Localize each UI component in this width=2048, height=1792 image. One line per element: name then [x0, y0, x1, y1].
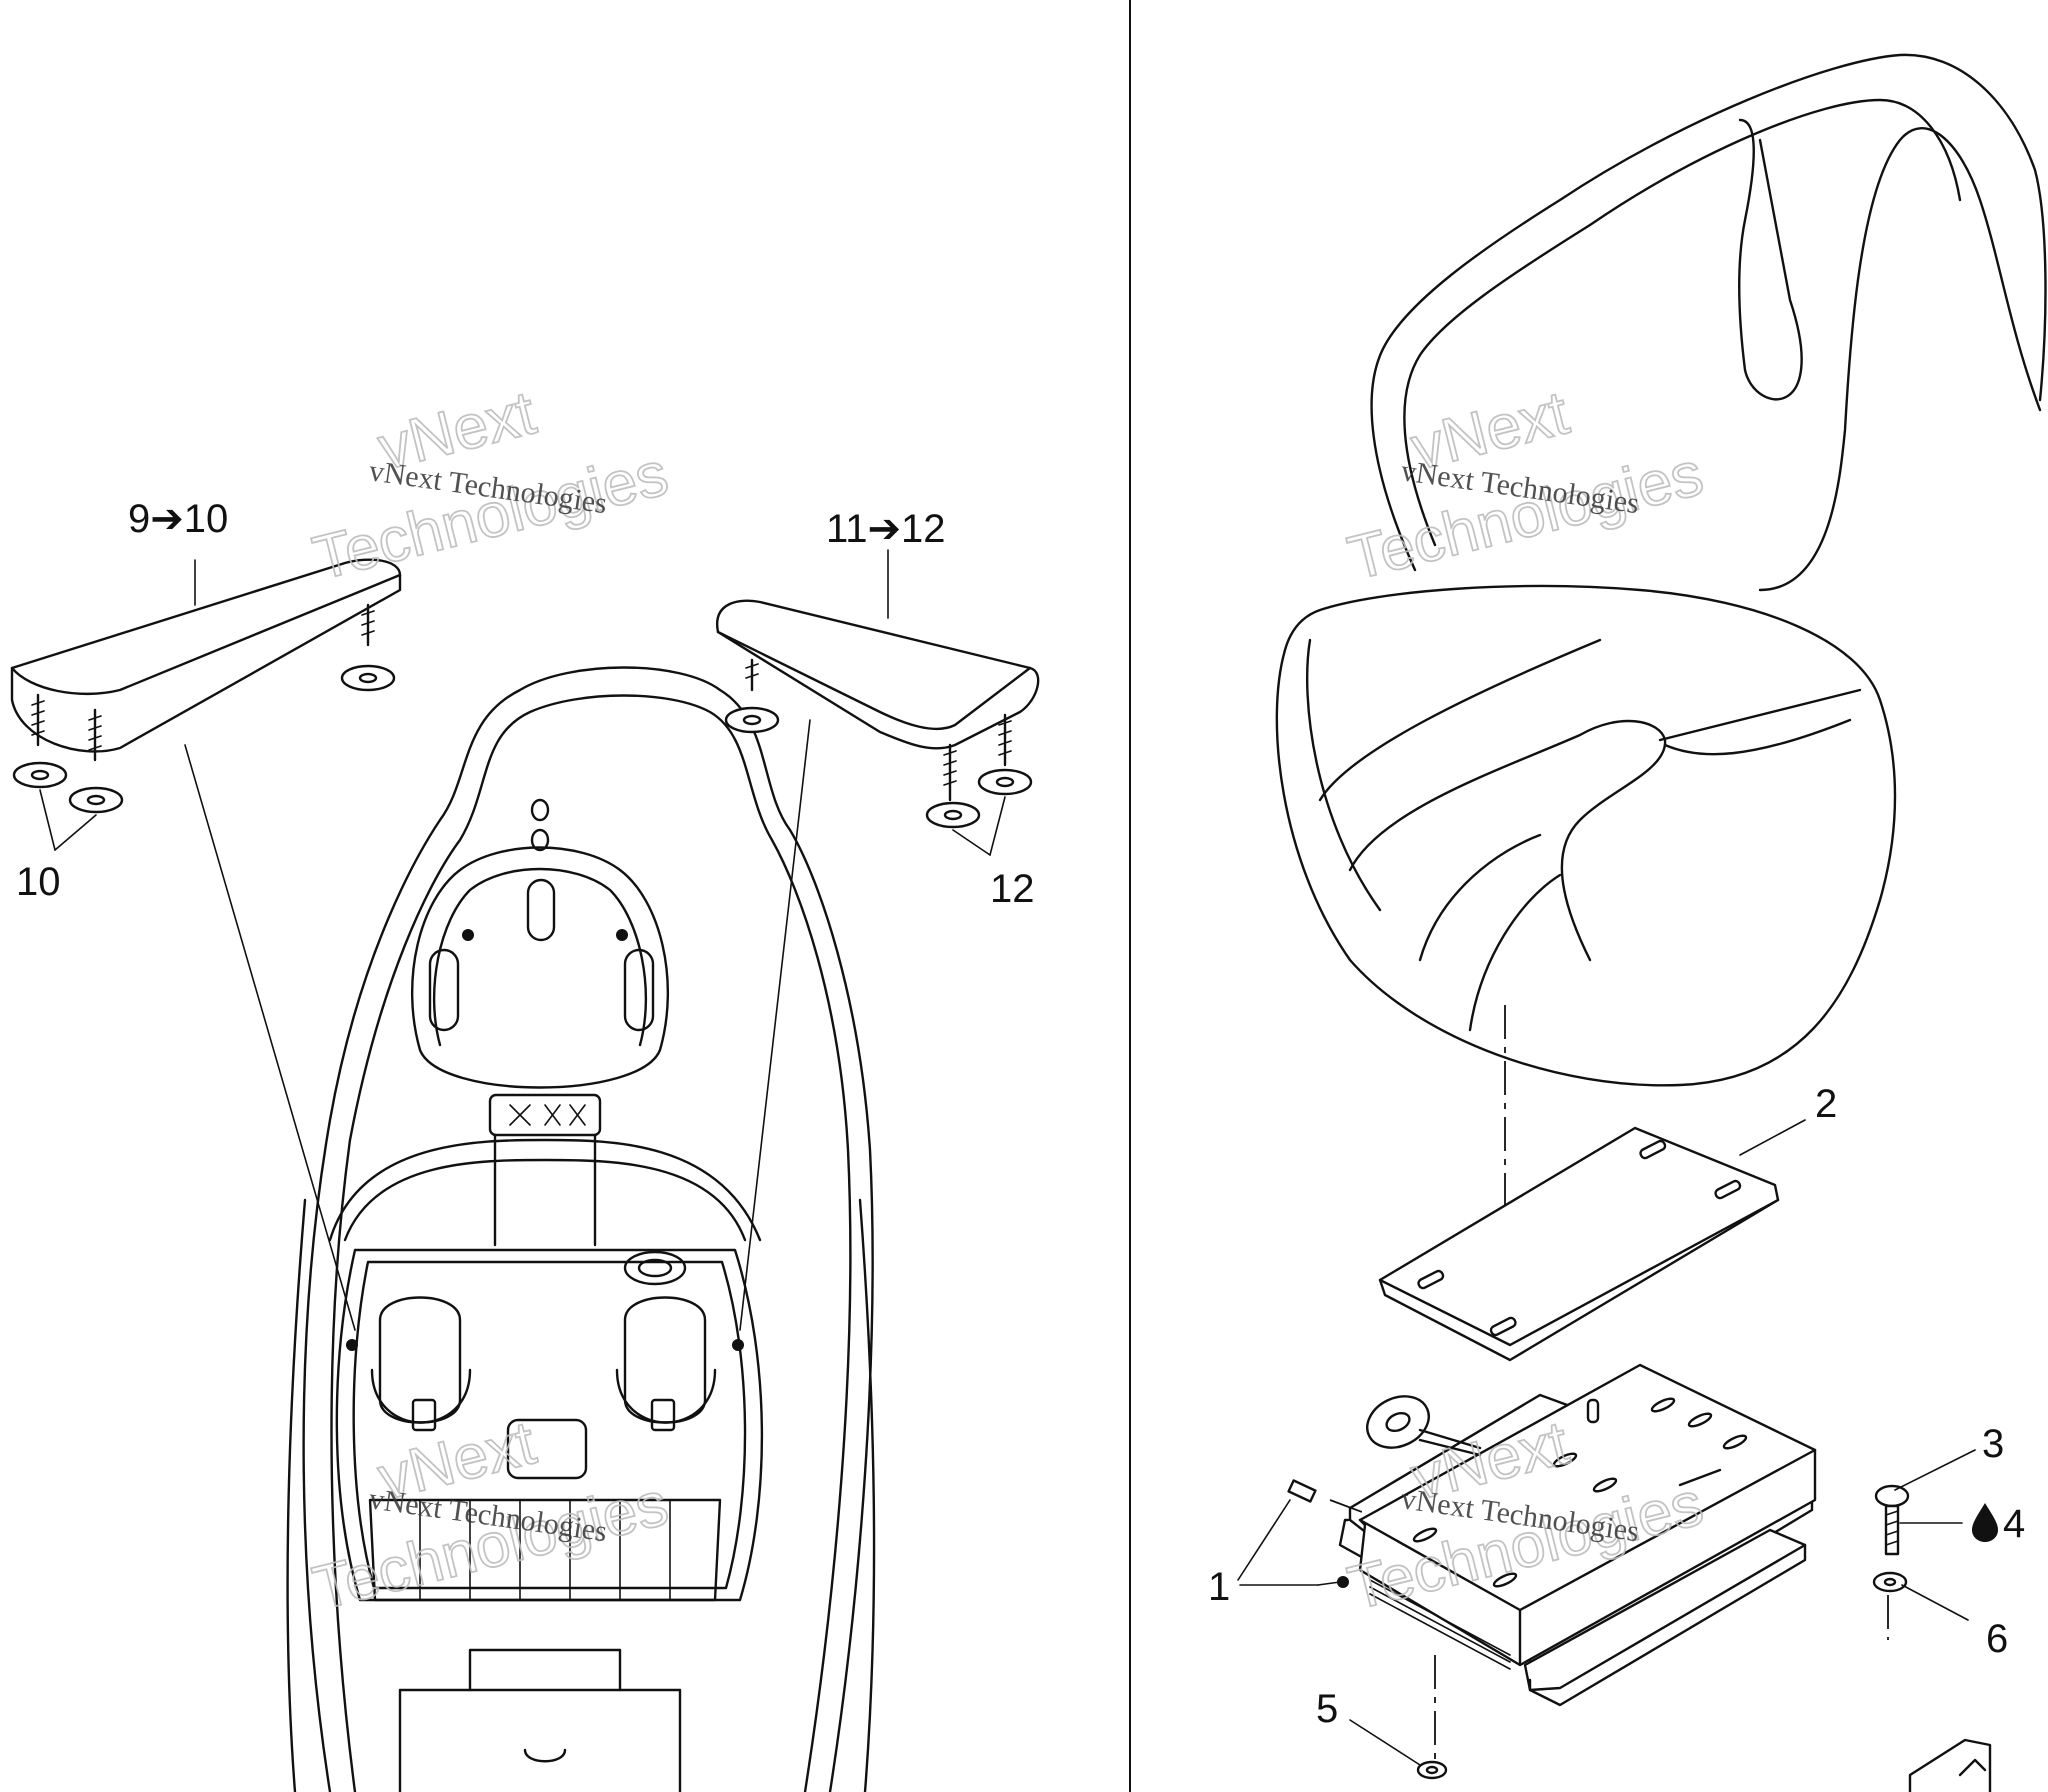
left-panel: 9➔10 11➔12 10 12 vNext Technologies vNex…: [10, 377, 1040, 1792]
callout-9-10: 9➔10: [128, 497, 228, 541]
callout-3: 3: [1982, 1422, 2004, 1466]
seat: [1275, 53, 2047, 1087]
callout-11-12: 11➔12: [826, 507, 946, 551]
cushion-right: [716, 549, 1040, 1331]
mounting-plate: [1378, 1119, 1806, 1362]
callout-1: 1: [1208, 1565, 1230, 1609]
cushion-left: [10, 558, 402, 1331]
callout-12: 12: [990, 867, 1035, 911]
callout-10: 10: [16, 860, 61, 904]
corner-arrow: [1908, 1738, 1992, 1792]
fasteners: [1349, 1449, 1998, 1780]
seat-base-slider: [1237, 1363, 1817, 1707]
right-panel: 1 2 3 4 5 6 vNext Technologies vNext Tec…: [1208, 53, 2047, 1792]
callout-5: 5: [1316, 1687, 1338, 1731]
drop-icon: [1972, 1503, 1998, 1542]
callout-2: 2: [1815, 1082, 1837, 1126]
watermark-logo: Technologies: [1342, 439, 1710, 594]
callout-6: 6: [1986, 1617, 2008, 1661]
watermark-logo: Technologies: [307, 439, 675, 594]
callout-4: 4: [2003, 1502, 2025, 1546]
boat-hull: [286, 666, 876, 1792]
